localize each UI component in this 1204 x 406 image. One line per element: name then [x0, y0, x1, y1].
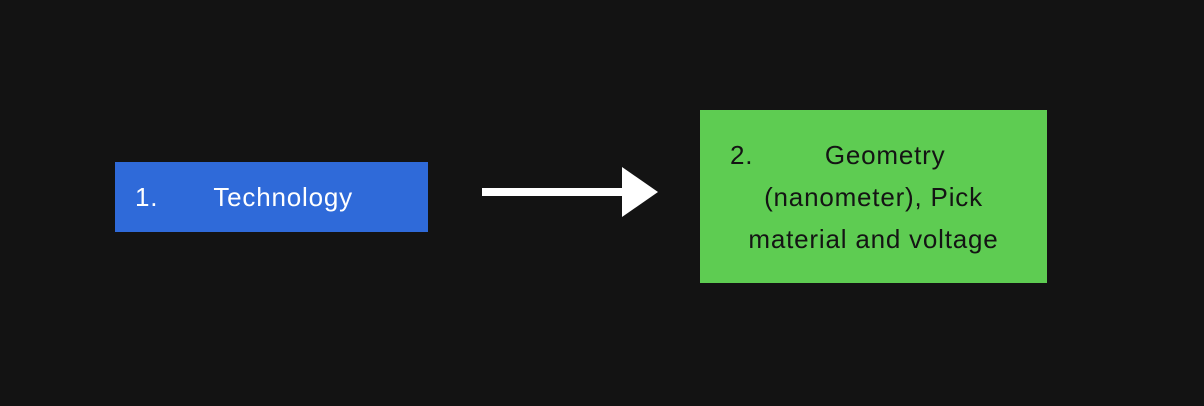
step-number: 1.: [135, 182, 159, 212]
step-label: Geometry: [824, 139, 946, 170]
arrow-right-icon: [482, 167, 658, 217]
flow-step-technology[interactable]: 1. Technology: [115, 162, 428, 232]
step-line: (nanometer), Pick: [764, 181, 983, 212]
step-label: Technology: [213, 182, 353, 212]
step-line: 2. Geometry: [730, 134, 1017, 176]
flow-step-geometry[interactable]: 2. Geometry (nanometer), Pick material a…: [700, 110, 1047, 283]
step-number: 2.: [730, 139, 754, 170]
step-line: 1. Technology: [135, 176, 408, 218]
step-line: material and voltage: [748, 223, 999, 254]
